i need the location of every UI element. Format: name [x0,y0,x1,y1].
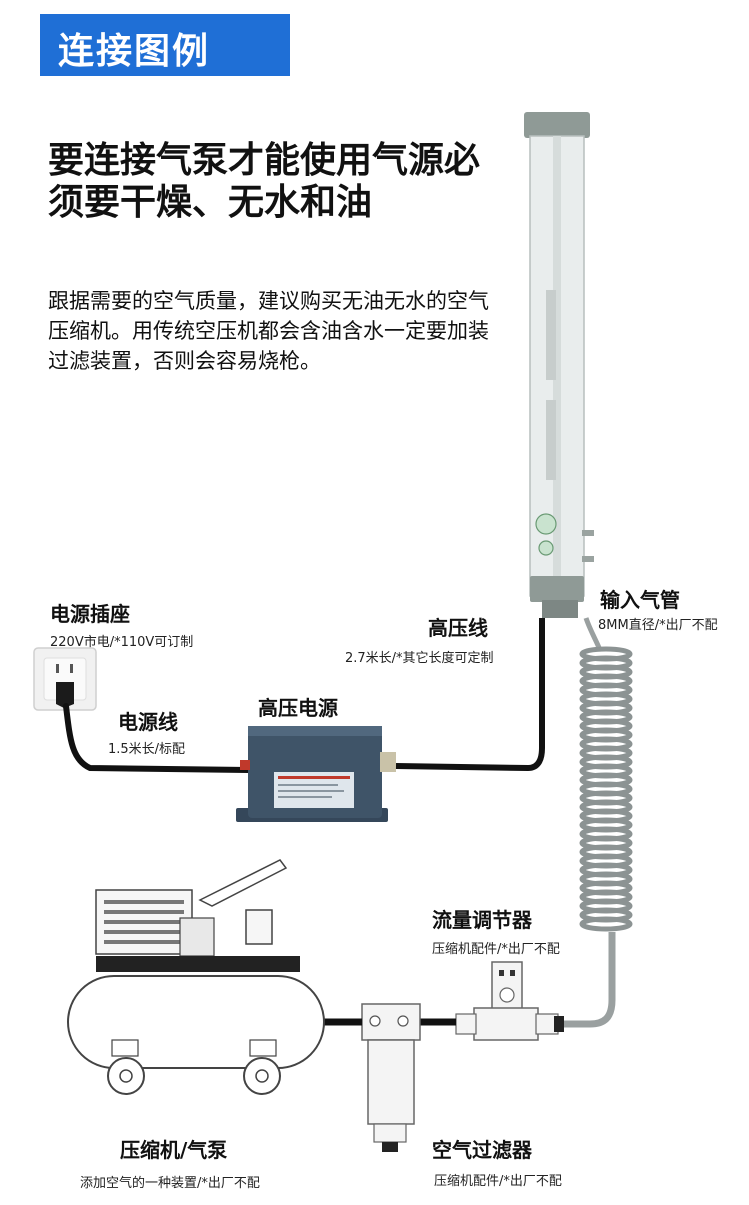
air-filter-icon [361,1003,421,1152]
section-header: 连接图例 [40,14,290,76]
compressor-sub: 添加空气的一种装置/*出厂不配 [80,1176,260,1191]
intro-headline: 要连接气泵才能使用气源必须要干燥、无水和油 [48,140,481,223]
compressor-title: 压缩机/气泵 [120,1138,228,1162]
power-cord-sub: 1.5米长/标配 [108,742,186,757]
ion-bar [524,112,594,618]
flow-regulator-icon [455,961,564,1041]
air-inlet-title: 输入气管 [600,588,680,612]
flow-regulator-title: 流量调节器 [432,908,532,932]
air-filter-title: 空气过滤器 [432,1138,532,1162]
hv-power-supply-icon [236,726,396,822]
air-inlet-coil-icon [560,617,633,1028]
hv-supply-title: 高压电源 [258,696,338,720]
intro-body: 跟据需要的空气质量，建议购买无油无水的空气压缩机。用传统空压机都会含油含水一定要… [48,289,489,373]
power-socket-title: 电源插座 [50,602,130,626]
air-inlet-sub: 8MM直径/*出厂不配 [598,618,718,633]
power-socket-sub: 220V市电/*110V可订制 [50,635,194,650]
power-cord-line [63,703,251,773]
compressor-icon [67,859,325,1095]
hv-cable-line [395,618,545,772]
hv-cable-sub: 2.7米长/*其它长度可定制 [345,651,494,666]
section-header-title: 连接图例 [58,31,211,72]
air-filter-sub: 压缩机配件/*出厂不配 [434,1174,562,1189]
coil-loop [579,916,633,932]
power-cord-title: 电源线 [118,710,178,734]
power-socket-icon [33,647,97,711]
flow-regulator-sub: 压缩机配件/*出厂不配 [432,942,560,957]
hv-cable-title: 高压线 [428,616,488,640]
